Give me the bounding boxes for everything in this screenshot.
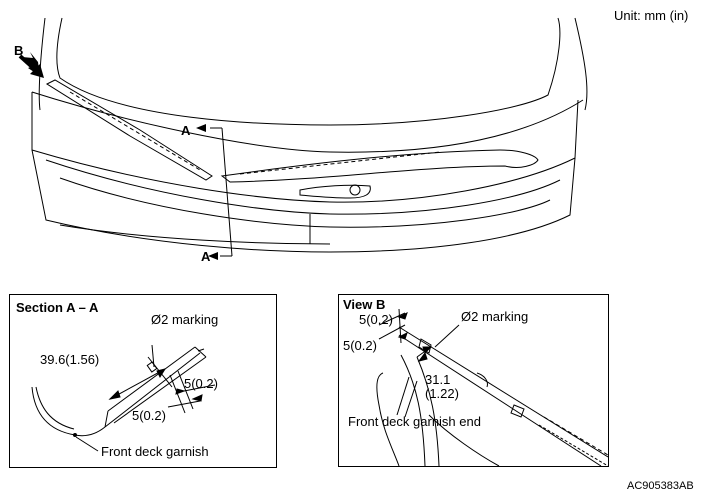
view-b-dim-length-mm: 31.1 (425, 372, 451, 387)
view-b-title: View B (343, 297, 386, 312)
view-b-panel: View B 5(0.2) 5(0.2) Ø2 marking 31.1 (1.… (338, 294, 609, 467)
figure-id: AC905383AB (627, 480, 694, 492)
view-b-marker: B (14, 43, 24, 58)
view-b-dim-second: 5(0.2) (343, 338, 377, 353)
view-b-dim-length-in: (1.22) (425, 386, 459, 401)
unit-label: Unit: mm (in) (614, 8, 689, 23)
view-b-dim-top: 5(0.2) (359, 312, 393, 327)
section-a-dim-lower: 5(0.2) (132, 408, 166, 423)
section-a-marker-bottom: A (201, 249, 211, 264)
section-a-dim-upper: 5(0.2) (184, 376, 218, 391)
section-a-dim-length: 39.6(1.56) (40, 352, 100, 367)
section-a-title: Section A – A (16, 300, 99, 315)
section-a-panel: Section A – A Ø2 marking 39.6(1.56) 5(0.… (9, 294, 277, 468)
section-a-marking-label: Ø2 marking (151, 312, 219, 327)
view-b-marking-label: Ø2 marking (461, 309, 529, 324)
view-b-part-label: Front deck garnish end (348, 414, 481, 429)
overview-drawing (18, 17, 588, 260)
section-a-part-label: Front deck garnish (101, 444, 209, 459)
view-b-drawing (376, 308, 608, 466)
section-a-drawing (31, 344, 216, 452)
section-a-marker-top: A (181, 123, 191, 138)
